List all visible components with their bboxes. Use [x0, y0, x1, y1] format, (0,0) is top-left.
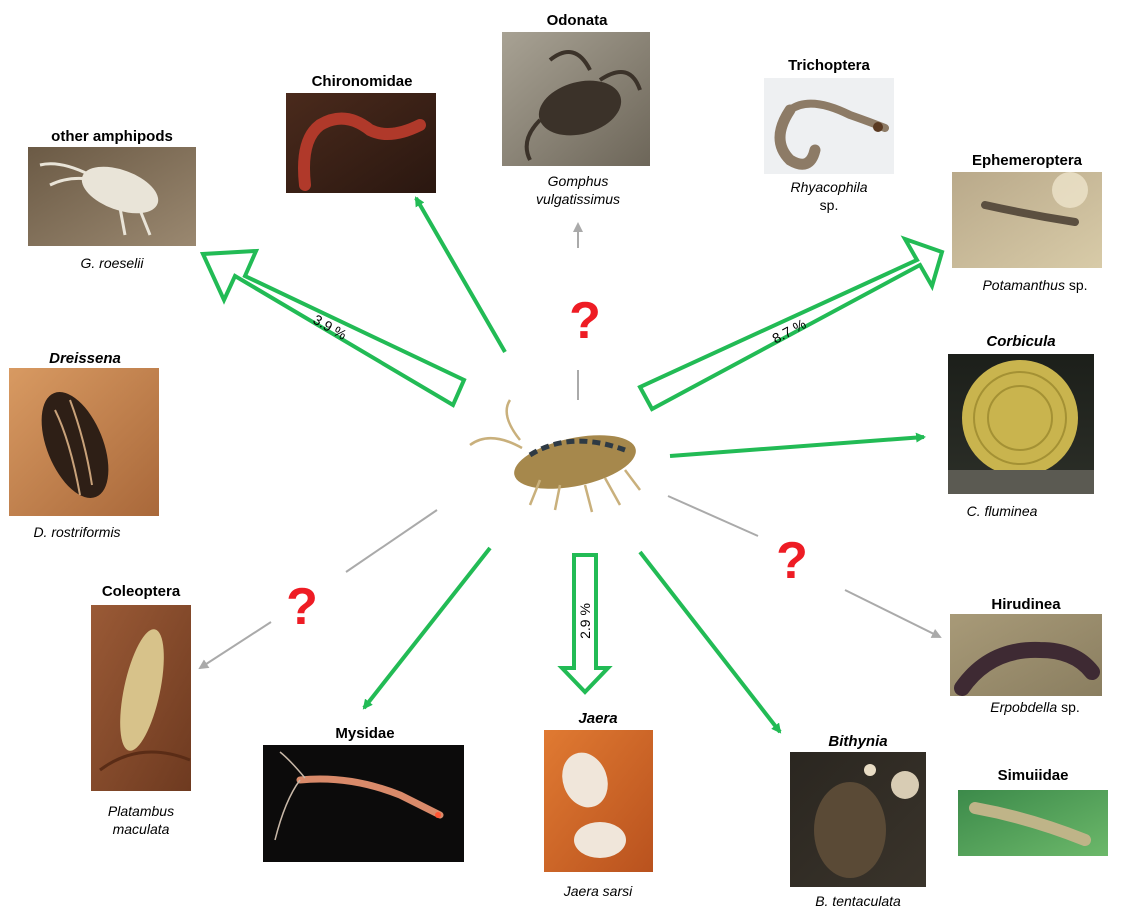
ephemeroptera-caption-suffix: sp. — [1069, 277, 1088, 293]
bithynia-caption: B. tentaculata — [790, 892, 926, 910]
coleoptera-title: Coleoptera — [82, 583, 200, 600]
hirudinea-caption-genus: Erpobdella — [990, 699, 1057, 715]
jaera-photo — [544, 730, 653, 872]
ephemeroptera-photo — [952, 172, 1102, 268]
arrow-to-chironomidae — [416, 198, 505, 352]
simuiidae-title: Simuiidae — [968, 767, 1098, 784]
jaera-title: Jaera — [540, 710, 656, 727]
arrow-to-bithynia — [640, 552, 780, 732]
corbicula-caption: C. fluminea — [950, 502, 1054, 520]
percent-label-jaera: 2.9 % — [577, 603, 593, 639]
trichoptera-caption-line-1: Rhyacophila — [770, 178, 888, 196]
hirudinea-title: Hirudinea — [960, 596, 1092, 613]
arrow-to-mysidae — [364, 548, 490, 708]
simuiidae-photo — [958, 790, 1108, 856]
odonata-photo — [502, 32, 650, 166]
chironomidae-title: Chironomidae — [290, 73, 434, 90]
coleoptera-photo — [91, 605, 191, 791]
mysidae-title: Mysidae — [300, 725, 430, 742]
bithynia-title: Bithynia — [796, 733, 920, 750]
dreissena-caption: D. rostriformis — [10, 523, 144, 541]
odonata-caption-line-2: vulgatissimus — [520, 190, 636, 208]
odonata-caption: Gomphus vulgatissimus — [520, 172, 636, 208]
hirudinea-caption-suffix: sp. — [1061, 699, 1080, 715]
central-amphipod-photo — [470, 400, 641, 512]
dreissena-title: Dreissena — [30, 350, 140, 367]
other-amphipods-photo — [28, 147, 196, 246]
jaera-caption: Jaera sarsi — [532, 882, 664, 900]
question-mark-odonata: ? — [569, 292, 601, 350]
other-amphipods-title: other amphipods — [28, 128, 196, 145]
coleoptera-caption-line-2: maculata — [82, 820, 200, 838]
ephemeroptera-caption: Potamanthus sp. — [960, 276, 1110, 294]
hirudinea-photo — [950, 614, 1102, 696]
other-amphipods-caption: G. roeselii — [50, 254, 174, 272]
odonata-title: Odonata — [542, 12, 612, 29]
coleoptera-caption: Platambus maculata — [82, 802, 200, 838]
trichoptera-title: Trichoptera — [770, 57, 888, 74]
odonata-caption-line-1: Gomphus — [520, 172, 636, 190]
hirudinea-caption: Erpobdella sp. — [960, 698, 1110, 716]
corbicula-photo — [948, 354, 1094, 494]
chironomidae-photo — [286, 93, 436, 193]
question-mark-hirudinea: ? — [776, 532, 808, 590]
corbicula-title: Corbicula — [960, 333, 1082, 350]
trichoptera-caption-suffix: sp. — [770, 196, 888, 214]
trichoptera-photo — [764, 78, 894, 174]
trichoptera-caption: Rhyacophila sp. — [770, 178, 888, 214]
bithynia-photo — [790, 752, 926, 887]
arrow-to-coleoptera — [200, 510, 437, 668]
dreissena-photo — [9, 368, 159, 516]
question-mark-coleoptera: ? — [286, 578, 318, 636]
coleoptera-caption-line-1: Platambus — [82, 802, 200, 820]
arrow-to-corbicula — [670, 437, 924, 456]
ephemeroptera-caption-genus: Potamanthus — [982, 277, 1065, 293]
mysidae-photo — [263, 745, 464, 862]
ephemeroptera-title: Ephemeroptera — [952, 152, 1102, 169]
